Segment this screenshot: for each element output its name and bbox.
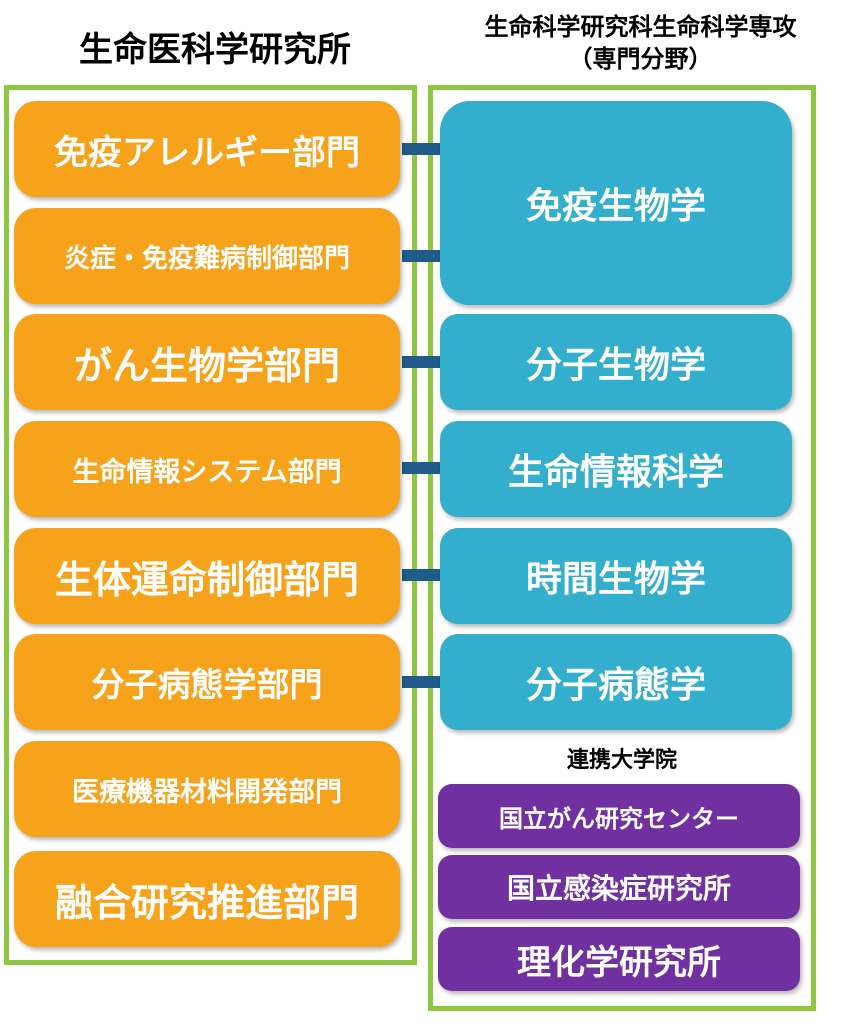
connector-bioinformatics (402, 462, 440, 474)
graduate-school-subtitle: （専門分野） (568, 45, 713, 73)
connector-molecular-pathology (402, 676, 440, 688)
department-inflammation-immune-disease: 炎症・免疫難病制御部門 (14, 208, 400, 304)
connector-inflammation (402, 250, 440, 262)
affiliate-national-cancer-center: 国立がん研究センター (438, 784, 800, 848)
institute-frame (4, 85, 417, 965)
field-molecular-pathology: 分子病態学 (440, 634, 792, 730)
department-biosystems-informatics: 生命情報システム部門 (14, 421, 400, 517)
field-immunobiology: 免疫生物学 (440, 101, 792, 305)
affiliated-graduate-school-heading: 連携大学院 (566, 748, 677, 773)
connector-cell-fate (402, 569, 440, 581)
field-chronobiology: 時間生物学 (440, 528, 792, 624)
institute-title: 生命医科学研究所 (79, 30, 351, 70)
graduate-school-title: 生命科学研究科生命科学専攻 (484, 13, 797, 41)
department-cell-fate-control: 生体運命制御部門 (14, 528, 400, 624)
graduate-school-frame (428, 85, 816, 1011)
department-cancer-biology: がん生物学部門 (14, 314, 400, 410)
affiliate-riken: 理化学研究所 (438, 927, 800, 991)
department-immuno-allergy: 免疫アレルギー部門 (14, 101, 400, 197)
department-molecular-pathology: 分子病態学部門 (14, 634, 400, 730)
department-medical-device-materials: 医療機器材料開発部門 (14, 741, 400, 837)
affiliate-national-infectious-disease-institute: 国立感染症研究所 (438, 855, 800, 919)
connector-immuno-allergy (402, 143, 440, 155)
field-molecular-biology: 分子生物学 (440, 314, 792, 410)
connector-cancer-biology (402, 356, 440, 368)
field-bioinformatics: 生命情報科学 (440, 421, 792, 517)
department-fusion-research: 融合研究推進部門 (14, 851, 400, 947)
